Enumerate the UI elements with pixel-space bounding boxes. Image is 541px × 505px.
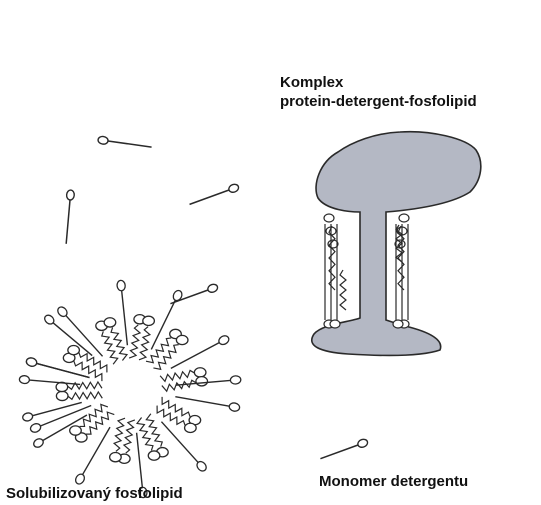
lipid-tail: [29, 380, 80, 384]
monomer-head: [207, 283, 219, 294]
zigzag-tail: [114, 418, 125, 451]
phospholipid-head: [70, 426, 82, 435]
lipid-head: [32, 437, 45, 449]
lipid-head: [19, 375, 30, 384]
zigzag-tail: [162, 397, 190, 417]
phospholipid-head: [196, 377, 208, 386]
protein-complex: [312, 132, 481, 356]
monomer-tail: [108, 141, 152, 147]
zigzag-tail: [146, 338, 171, 363]
lipid-head: [29, 422, 42, 433]
detergent-monomer: [320, 438, 368, 459]
zigzag-tail: [68, 392, 102, 399]
phospholipid-head: [143, 316, 155, 325]
zigzag-tail: [111, 328, 127, 361]
zigzag-tail: [137, 417, 153, 450]
complex-label-line-1: Komplex: [280, 73, 477, 92]
lipid-head: [330, 320, 340, 328]
monomer-head: [66, 190, 74, 201]
zigzag-tail: [68, 382, 102, 389]
monomer-tail: [66, 200, 70, 244]
lipid-head: [324, 214, 334, 222]
zigzag-tail: [74, 361, 102, 381]
phospholipid-head: [185, 423, 197, 432]
phospholipid-head: [176, 335, 188, 344]
lipid-tail: [171, 343, 219, 369]
lipid-head: [393, 320, 403, 328]
phospholipid-head: [148, 451, 160, 460]
mixed-micelle: [19, 280, 241, 498]
complex-label-line-2: protein-detergent-fosfolipid: [280, 92, 477, 111]
lipid-head: [399, 214, 409, 222]
lipid-head: [229, 402, 241, 412]
detergent-monomer: [98, 136, 152, 147]
detergent-monomer: [66, 190, 74, 244]
phospholipid-head: [104, 318, 116, 327]
complex-label: Komplex protein-detergent-fosfolipid: [280, 73, 477, 111]
monomer-head: [98, 136, 109, 145]
lipid-head: [22, 412, 34, 422]
zigzag-tail: [162, 380, 196, 391]
zigzag-tail: [340, 270, 346, 310]
zigzag-tail: [329, 226, 335, 290]
phospholipid-head: [110, 453, 122, 462]
lipid-tail: [151, 300, 175, 349]
zigzag-tail: [86, 412, 114, 434]
membrane-lipids: [324, 214, 340, 328]
zigzag-tail: [160, 370, 194, 381]
membrane-lipids: [393, 214, 409, 328]
lipid-head: [230, 375, 241, 384]
phospholipid-head: [194, 368, 206, 377]
monomer-head: [357, 438, 369, 449]
lipid-tail: [137, 433, 143, 487]
monomer-label: Monomer detergentu: [319, 472, 468, 491]
zigzag-tail: [129, 325, 140, 358]
lipid-tail: [175, 397, 229, 407]
solubilized-label: Solubilizovaný fosfolipid: [6, 484, 183, 503]
monomer-tail: [320, 445, 358, 459]
lipid-head: [117, 280, 126, 291]
zigzag-tail: [124, 420, 135, 453]
monomer-tail: [190, 190, 229, 204]
lipid-head: [25, 357, 37, 368]
monomer-head: [228, 183, 240, 194]
lipid-tail: [122, 291, 128, 345]
detergent-monomer: [190, 183, 240, 204]
phospholipid-head: [56, 391, 68, 400]
zigzag-tail: [102, 331, 118, 364]
lipid-tail: [33, 402, 82, 415]
phospholipid-head: [68, 345, 80, 354]
zigzag-tail: [139, 327, 150, 360]
zigzag-tail: [146, 414, 162, 447]
lipid-head: [217, 334, 230, 346]
